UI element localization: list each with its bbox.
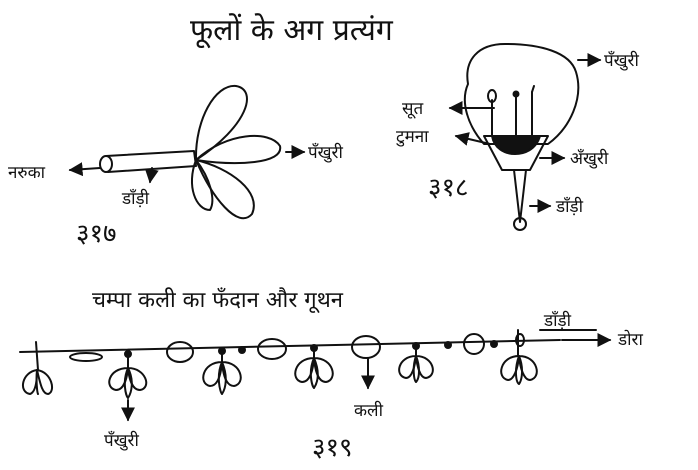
section-title: चम्पा कली का फँदान और गूथन	[92, 284, 343, 314]
fig318-label-ankhuri: अँखुरी	[570, 146, 608, 169]
fig317-flower	[70, 86, 304, 218]
fig319-label-kali: कली	[354, 398, 383, 421]
fig319-bud-1	[70, 353, 102, 361]
fig318-label-pankhuri: पँखुरी	[604, 48, 639, 71]
fig319-thread	[20, 340, 560, 352]
fig319-flower-3	[203, 348, 241, 394]
fig319-flower-5	[399, 343, 433, 382]
fig319-flower-2	[109, 351, 146, 398]
fig319-number: ३१९	[312, 428, 353, 464]
fig319-garland	[20, 330, 610, 420]
fig318-stamens	[488, 86, 534, 136]
fig318-label-dandi: डाँड़ी	[556, 194, 583, 217]
fig318-corolla	[465, 44, 578, 144]
fig318-label-soot: सूत	[402, 96, 423, 119]
fig318-label-tumna: टुमना	[396, 124, 429, 147]
fig319-flower-4	[295, 345, 333, 388]
fig317-number: ३१७	[76, 214, 117, 250]
fig318-number: ३१८	[428, 168, 469, 204]
fig317-stem-end	[100, 156, 112, 172]
fig319-label-pankhuri: पँखुरी	[104, 428, 139, 451]
fig317-petal-top	[196, 86, 247, 160]
fig319-bud-2	[167, 342, 193, 362]
fig319-label-dora: डोरा	[618, 327, 643, 350]
fig319-knot-3	[491, 341, 497, 347]
fig317-label-pankhuri: पँखुरी	[308, 140, 343, 163]
fig317-petal-left	[192, 160, 212, 210]
page-title: फूलों के अग प्रत्यंग	[190, 8, 393, 49]
fig319-flower-1	[23, 342, 52, 394]
fig317-label-dandi: डाँड़ी	[122, 186, 149, 209]
fig319-bud-3	[258, 339, 286, 359]
fig319-knot-2	[445, 342, 451, 348]
fig319-bud-4	[352, 336, 380, 358]
fig318-ovary	[492, 136, 540, 154]
fig317-arrow-naruka	[70, 168, 100, 170]
fig319-knot-1	[239, 347, 245, 353]
fig319-label-dandi: डाँड़ी	[544, 308, 571, 331]
fig319-bud-5	[464, 334, 484, 354]
fig319-flower-6	[501, 330, 537, 384]
fig317-label-naruka: नरुका	[8, 160, 45, 183]
fig317-petal-right	[196, 136, 280, 163]
fig318-stem	[514, 170, 526, 222]
